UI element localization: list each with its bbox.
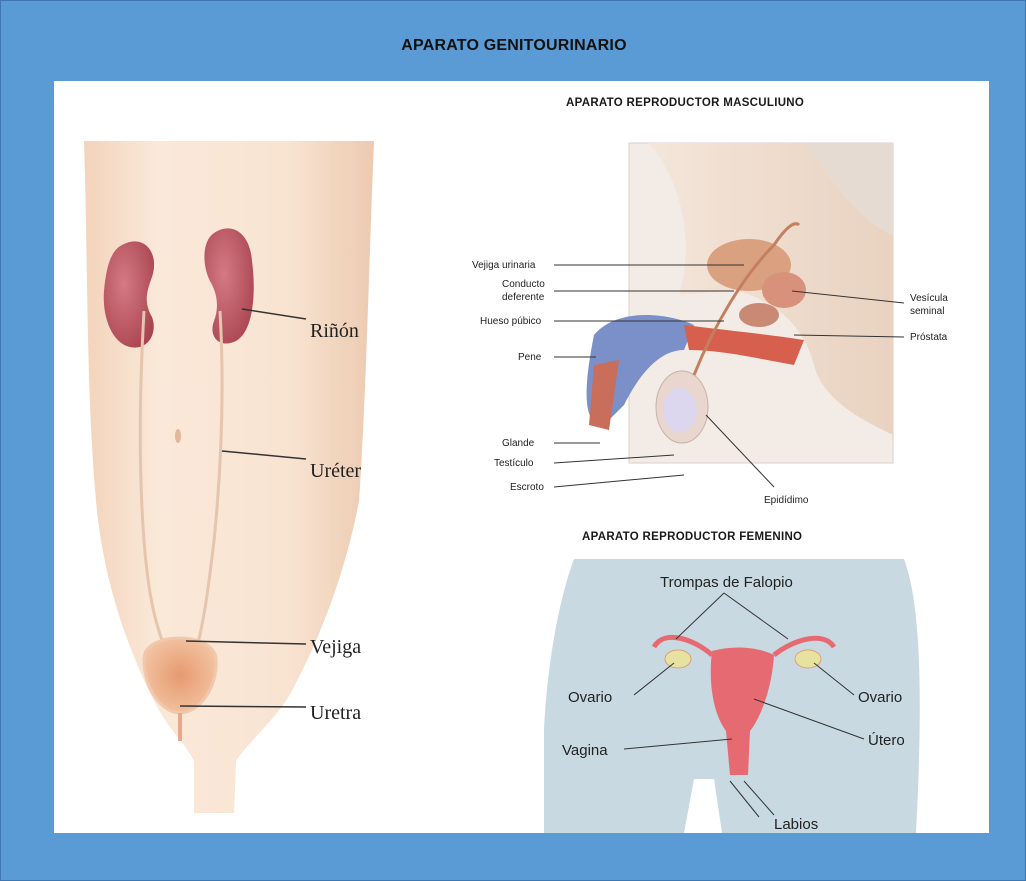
label-prostata: Próstata bbox=[910, 332, 948, 343]
label-pene: Pene bbox=[518, 352, 542, 363]
navel bbox=[175, 429, 181, 443]
lower-tube bbox=[176, 751, 182, 813]
label-vejiga-urinaria: Vejiga urinaria bbox=[472, 260, 536, 271]
label-ureter: Uréter bbox=[310, 460, 361, 482]
label-labios: Labios bbox=[774, 816, 818, 833]
label-escroto: Escroto bbox=[510, 482, 544, 493]
label-conducto-2: deferente bbox=[502, 292, 545, 303]
label-uretra: Uretra bbox=[310, 702, 361, 724]
female-diagram: Trompas de Falopio Ovario Ovario Vagina … bbox=[544, 559, 934, 833]
content-panel: Riñón Uréter Vejiga Uretra APARATO REPRO… bbox=[54, 81, 989, 833]
label-glande: Glande bbox=[502, 438, 535, 449]
label-utero: Útero bbox=[868, 732, 905, 749]
label-ovario-der: Ovario bbox=[858, 689, 902, 706]
label-vesicula-1: Vesícula bbox=[910, 293, 948, 304]
urinary-diagram: Riñón Uréter Vejiga Uretra bbox=[74, 141, 434, 813]
page-title: APARATO GENITOURINARIO bbox=[1, 37, 1026, 55]
label-epididimo: Epidídimo bbox=[764, 495, 809, 506]
label-hueso-pubico: Hueso púbico bbox=[480, 316, 542, 327]
label-vejiga: Vejiga bbox=[310, 636, 361, 658]
label-ovario-izq: Ovario bbox=[568, 689, 612, 706]
label-vagina: Vagina bbox=[562, 742, 608, 759]
label-trompas: Trompas de Falopio bbox=[660, 574, 793, 591]
male-title: APARATO REPRODUCTOR MASCULIUNO bbox=[566, 97, 804, 109]
label-rinon: Riñón bbox=[310, 320, 359, 342]
female-title: APARATO REPRODUCTOR FEMENINO bbox=[582, 531, 802, 543]
label-conducto-1: Conducto bbox=[502, 279, 545, 290]
label-testiculo: Testículo bbox=[494, 458, 534, 469]
label-vesicula-2: seminal bbox=[910, 306, 944, 317]
male-diagram: Vejiga urinaria Conducto deferente Hueso… bbox=[444, 125, 964, 515]
